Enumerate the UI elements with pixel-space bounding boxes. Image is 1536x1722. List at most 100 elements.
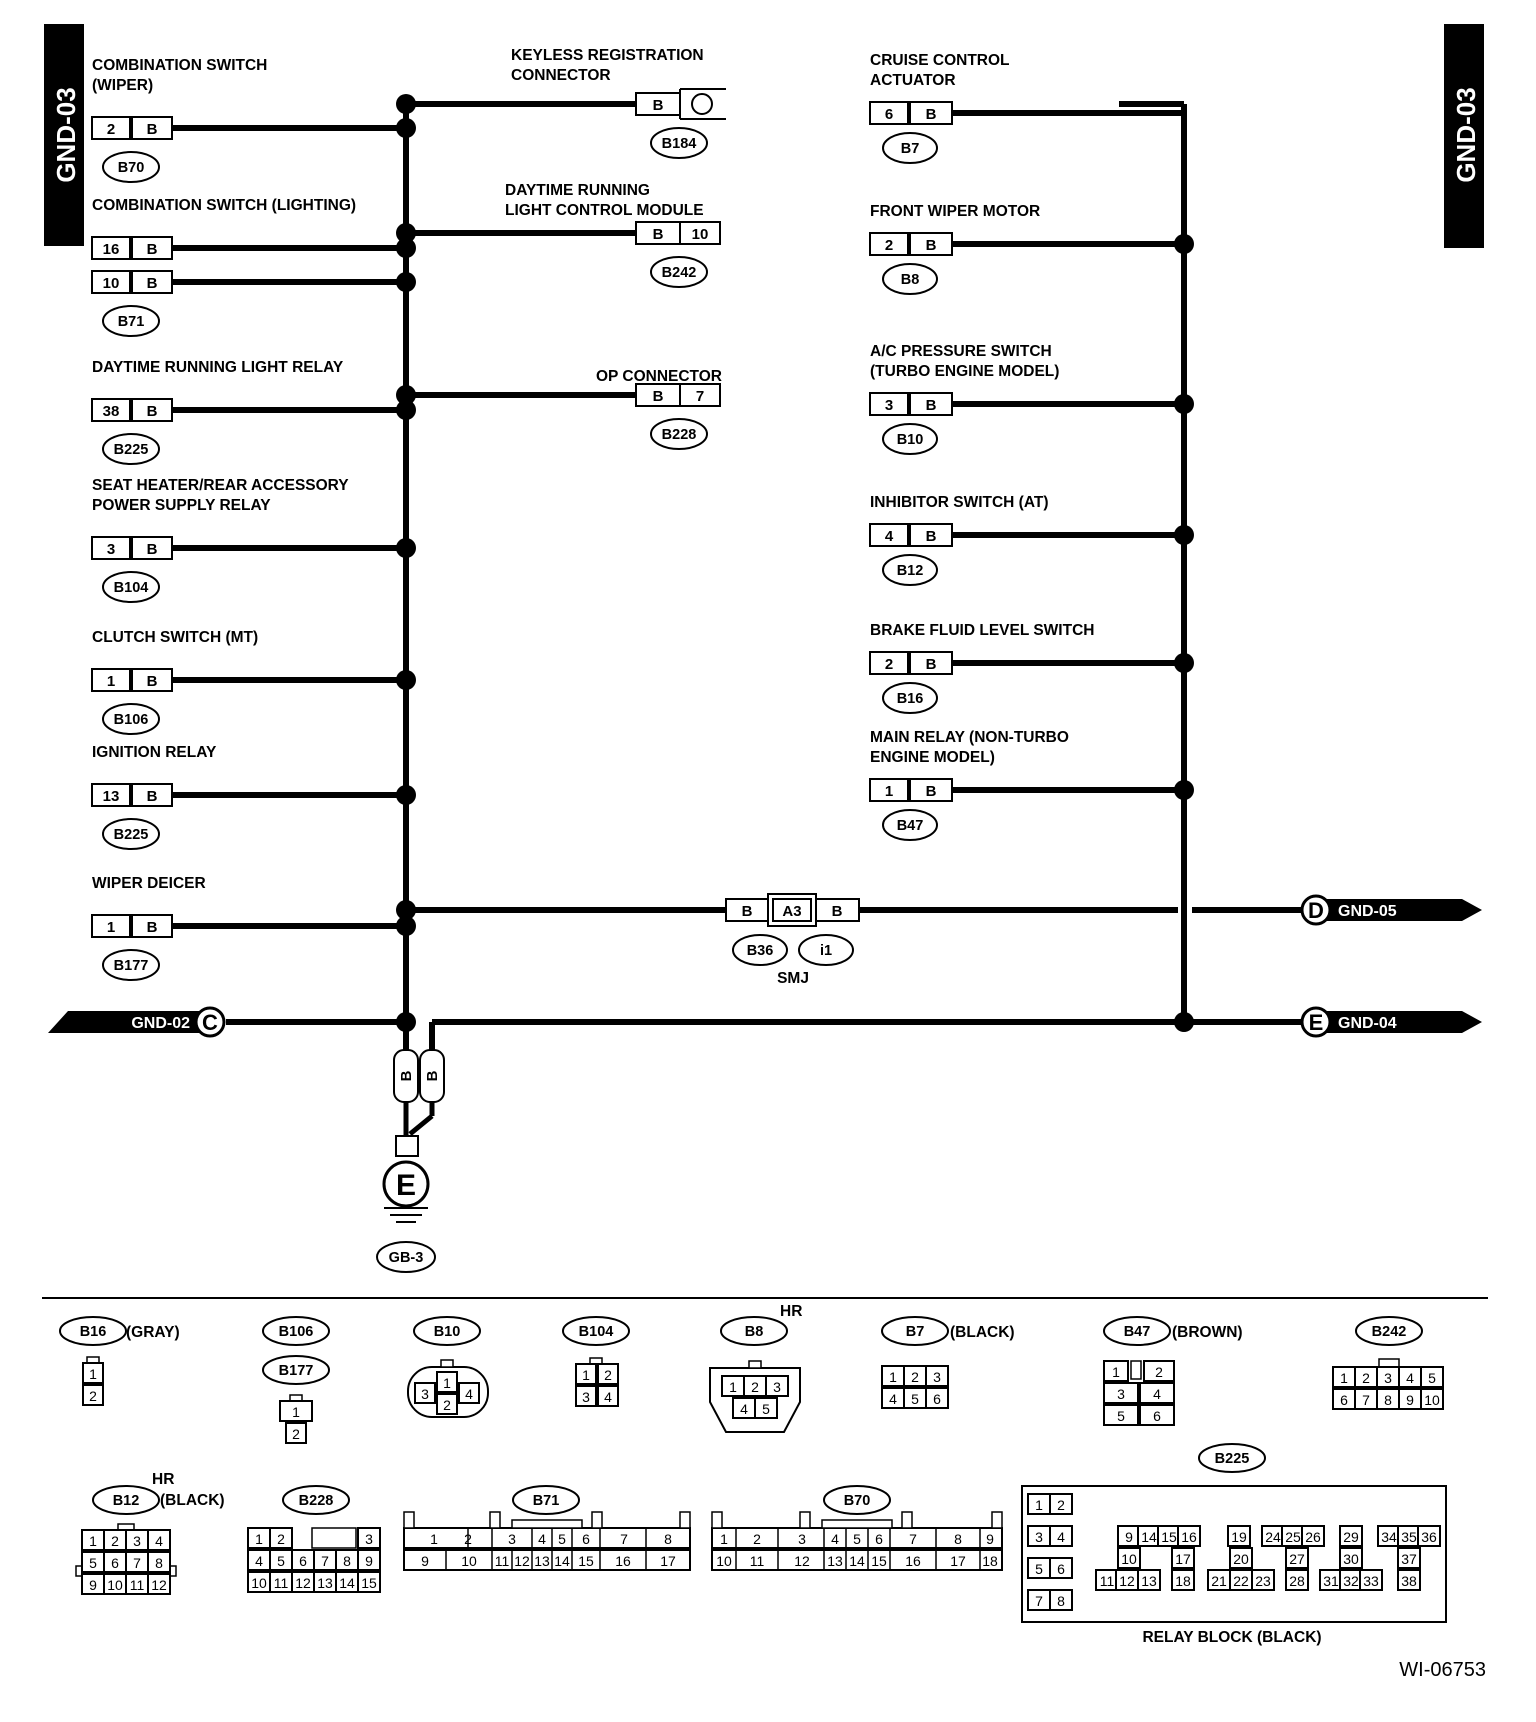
- wire-color: B: [653, 97, 664, 114]
- component-label: SEAT HEATER/REAR ACCESSORY: [92, 477, 349, 494]
- pin-cell: [436, 1393, 458, 1415]
- pin-cell-label: 17: [660, 1553, 676, 1569]
- wire-color: B: [147, 919, 158, 936]
- component-label: FRONT WIPER MOTOR: [870, 203, 1040, 220]
- pin-cell: [1103, 1382, 1139, 1404]
- pin-cell-label: 3: [773, 1379, 781, 1395]
- pin-cell-label: 16: [615, 1553, 631, 1569]
- pin-cell-label: 7: [1035, 1593, 1043, 1609]
- page-tab-left-text: GND-03: [51, 87, 81, 182]
- pin-cell: [1227, 1525, 1251, 1547]
- pin-cell-label: 15: [578, 1553, 594, 1569]
- splice-dot: [396, 238, 416, 258]
- connector-view-title-label: B10: [434, 1324, 461, 1340]
- pin-number-box: [91, 116, 131, 140]
- pin-cell: [1117, 1547, 1141, 1569]
- ground-id-outline: [376, 1241, 436, 1273]
- pin-number-box: [91, 536, 131, 560]
- wire-color: B: [742, 903, 753, 920]
- pin-cell-label: 4: [1057, 1529, 1065, 1545]
- pin-cell-label: 3: [365, 1531, 373, 1547]
- splice-dot: [1174, 394, 1194, 414]
- connector-view-title-outline: [413, 1316, 481, 1346]
- pin-cell-label: 11: [1100, 1573, 1115, 1589]
- connector-id-outline: [732, 934, 788, 966]
- pin-number-box: [91, 783, 131, 807]
- connector-body: [711, 1549, 1003, 1571]
- pin-cell-label: 14: [339, 1575, 355, 1591]
- pin-cell-label: 1: [89, 1366, 97, 1382]
- pin-cell-label: 11: [274, 1575, 289, 1591]
- link-letter: D: [1308, 898, 1324, 923]
- connector-body: [403, 1527, 691, 1549]
- component-label: CONNECTOR: [511, 67, 611, 84]
- connector-view-title-outline: [1198, 1443, 1266, 1473]
- connector-id-outline: [102, 818, 160, 850]
- connector-id-label: B225: [114, 442, 149, 458]
- pin-cell-label: 1: [1112, 1364, 1120, 1380]
- pin-cell-label: 3: [1035, 1529, 1043, 1545]
- pin-cell-label: 5: [89, 1555, 97, 1571]
- pin-cell: [1417, 1525, 1441, 1547]
- pin-cell: [147, 1551, 171, 1573]
- pin-cell: [1177, 1525, 1201, 1547]
- pin-number-box: [869, 651, 909, 675]
- connector-view-title-label: B7: [906, 1324, 925, 1340]
- splice-dot: [1174, 653, 1194, 673]
- component-label: A/C PRESSURE SWITCH: [870, 343, 1052, 360]
- connector-id-label: B12: [897, 563, 924, 579]
- connector-id-label: B16: [897, 691, 924, 707]
- pin-cell: [1143, 1360, 1175, 1382]
- component-label: WIPER DEICER: [92, 875, 206, 892]
- pin-cell-label: 18: [982, 1553, 998, 1569]
- splice-dot: [396, 916, 416, 936]
- pin-cell-label: 5: [277, 1553, 285, 1569]
- connector-view-title-label: B242: [1372, 1324, 1407, 1340]
- wire-color: B: [832, 903, 843, 920]
- connector-view-title-outline: [59, 1316, 127, 1346]
- link-letter-circle: [1300, 1006, 1332, 1038]
- connector-view-note: (GRAY): [126, 1324, 180, 1341]
- pin-cell-label: 1: [889, 1369, 897, 1385]
- wire-color: B: [926, 237, 937, 254]
- connector-id-outline: [882, 554, 938, 586]
- pin-cell-label: 1: [1340, 1370, 1348, 1386]
- connector-id-label: B177: [114, 958, 149, 974]
- pin-cell-label: 2: [1362, 1370, 1370, 1386]
- pin-number: 2: [885, 237, 893, 254]
- pin-cell: [147, 1573, 171, 1595]
- connector-id-label: B7: [901, 141, 920, 157]
- pin-cell-label: 34: [1381, 1529, 1397, 1545]
- pin-cell-label: 10: [716, 1553, 732, 1569]
- component-label: ACTUATOR: [870, 72, 956, 89]
- pin-cell: [1103, 1360, 1129, 1382]
- pin-cell-label: 12: [151, 1577, 167, 1593]
- connector-view-title-outline: [1355, 1316, 1423, 1346]
- component-label: CRUISE CONTROL: [870, 52, 1010, 69]
- link-letter: E: [1309, 1010, 1324, 1035]
- pin-cell-label: 20: [1233, 1551, 1249, 1567]
- connector-id-label: i1: [820, 943, 832, 959]
- splice-dot: [396, 94, 416, 114]
- ground-symbol-circle: [382, 1160, 430, 1208]
- wire-color: B: [147, 275, 158, 292]
- pin-cell-label: 2: [292, 1426, 300, 1442]
- pin-cell-label: 9: [986, 1531, 994, 1547]
- pin-number-box: [91, 236, 131, 260]
- pin-number: 6: [885, 106, 893, 123]
- pin-cell-label: 3: [133, 1533, 141, 1549]
- connector-id-outline: [650, 127, 708, 159]
- connector-view-title-outline: [92, 1485, 160, 1515]
- mid-component-group: KEYLESS REGISTRATIONCONNECTORBB184DAYTIM…: [396, 47, 726, 450]
- pin-cell-label: 38: [1401, 1573, 1417, 1589]
- wire-color: B: [147, 403, 158, 420]
- pin-cell: [1420, 1388, 1444, 1410]
